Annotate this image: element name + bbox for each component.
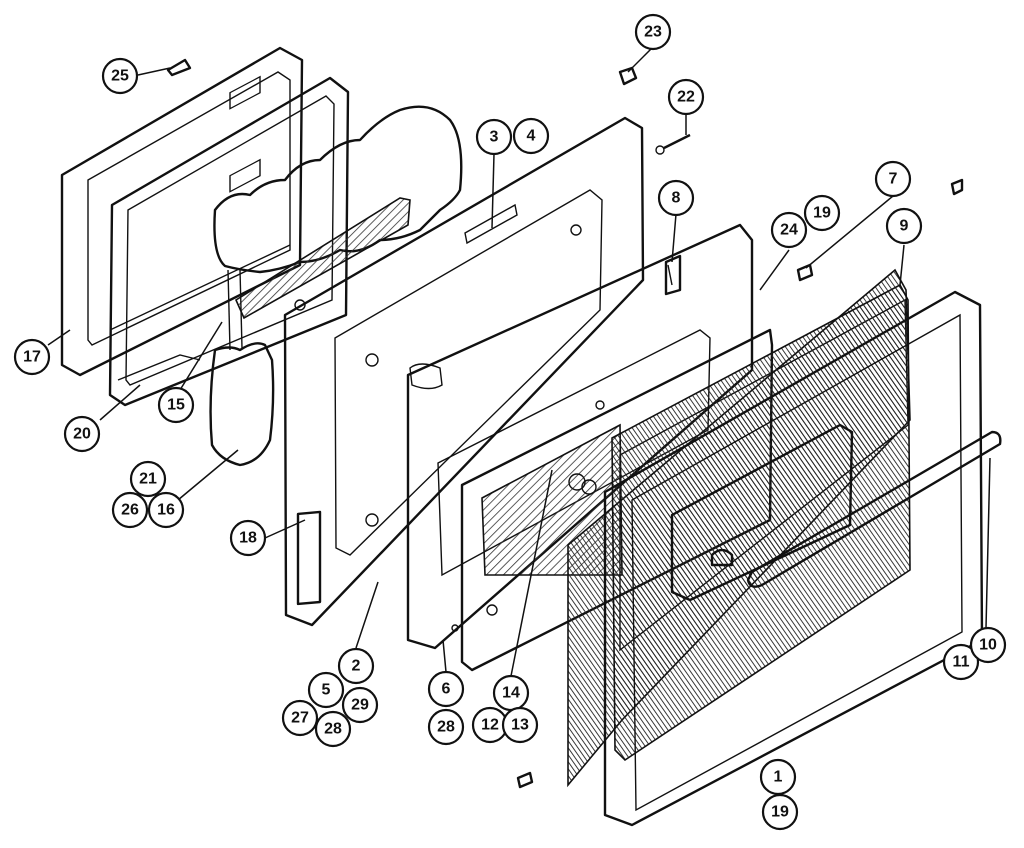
callout-4: 4 — [512, 117, 550, 155]
callout-27: 27 — [281, 699, 319, 737]
svg-text:20: 20 — [73, 426, 91, 443]
callout-14: 14 — [492, 674, 530, 712]
svg-text:14: 14 — [502, 685, 520, 702]
callout-26: 26 — [111, 491, 149, 529]
callout-10: 10 — [969, 626, 1007, 664]
callout-17: 17 — [13, 338, 51, 376]
svg-text:10: 10 — [979, 637, 997, 654]
callout-20: 20 — [63, 415, 101, 453]
svg-text:11: 11 — [953, 654, 970, 671]
hardware-screws — [166, 58, 964, 789]
svg-text:16: 16 — [157, 502, 175, 519]
svg-text:27: 27 — [291, 710, 309, 727]
callout-21: 21 — [129, 460, 167, 498]
callout-22: 22 — [667, 78, 705, 116]
inner-door-panel — [283, 116, 645, 627]
svg-text:24: 24 — [780, 222, 798, 239]
callout-24: 24 — [770, 211, 808, 249]
door-handle — [746, 430, 1002, 588]
callout-15: 15 — [157, 386, 195, 424]
svg-text:7: 7 — [889, 171, 898, 188]
svg-text:19: 19 — [771, 804, 789, 821]
svg-text:1: 1 — [774, 769, 783, 786]
callout-25: 25 — [101, 57, 139, 95]
svg-text:12: 12 — [481, 717, 499, 734]
callout-11: 11 — [942, 643, 980, 681]
svg-text:26: 26 — [121, 502, 139, 519]
svg-text:9: 9 — [900, 218, 909, 235]
callout-7: 7 — [874, 160, 912, 198]
svg-text:17: 17 — [23, 349, 41, 366]
svg-text:25: 25 — [111, 68, 129, 85]
svg-text:21: 21 — [139, 471, 157, 488]
callout-6: 6 — [427, 670, 465, 708]
inner-liner-frame — [60, 46, 304, 377]
callout-18: 18 — [229, 519, 267, 557]
svg-text:13: 13 — [511, 717, 529, 734]
door-gasket — [108, 76, 350, 407]
svg-text:2: 2 — [352, 658, 361, 675]
callout-28-right: 28 — [427, 708, 465, 746]
svg-text:29: 29 — [351, 697, 369, 714]
insulation-batts — [209, 105, 463, 467]
svg-text:8: 8 — [672, 190, 681, 207]
callout-23: 23 — [634, 13, 672, 51]
callout-19-lower: 19 — [761, 793, 799, 831]
svg-text:19: 19 — [813, 205, 831, 222]
callout-5: 5 — [307, 671, 345, 709]
svg-text:4: 4 — [527, 128, 536, 145]
svg-text:18: 18 — [239, 530, 257, 547]
callout-2: 2 — [337, 647, 375, 685]
leader-lines — [47, 47, 991, 796]
svg-text:15: 15 — [167, 397, 185, 414]
svg-text:3: 3 — [490, 129, 499, 146]
svg-text:23: 23 — [644, 24, 662, 41]
callout-12: 12 — [471, 706, 509, 744]
callout-1: 1 — [759, 758, 797, 796]
callout-29: 29 — [341, 686, 379, 724]
callout-13: 13 — [501, 706, 539, 744]
callout-19-upper: 19 — [803, 194, 841, 232]
svg-text:28: 28 — [437, 719, 455, 736]
svg-text:6: 6 — [442, 681, 451, 698]
callout-28-left: 28 — [314, 710, 352, 748]
callout-16: 16 — [147, 491, 185, 529]
svg-text:22: 22 — [677, 89, 695, 106]
svg-text:5: 5 — [322, 682, 331, 699]
callout-8: 8 — [657, 179, 695, 217]
callout-9: 9 — [885, 207, 923, 245]
callout-3: 3 — [475, 118, 513, 156]
svg-text:28: 28 — [324, 721, 342, 738]
